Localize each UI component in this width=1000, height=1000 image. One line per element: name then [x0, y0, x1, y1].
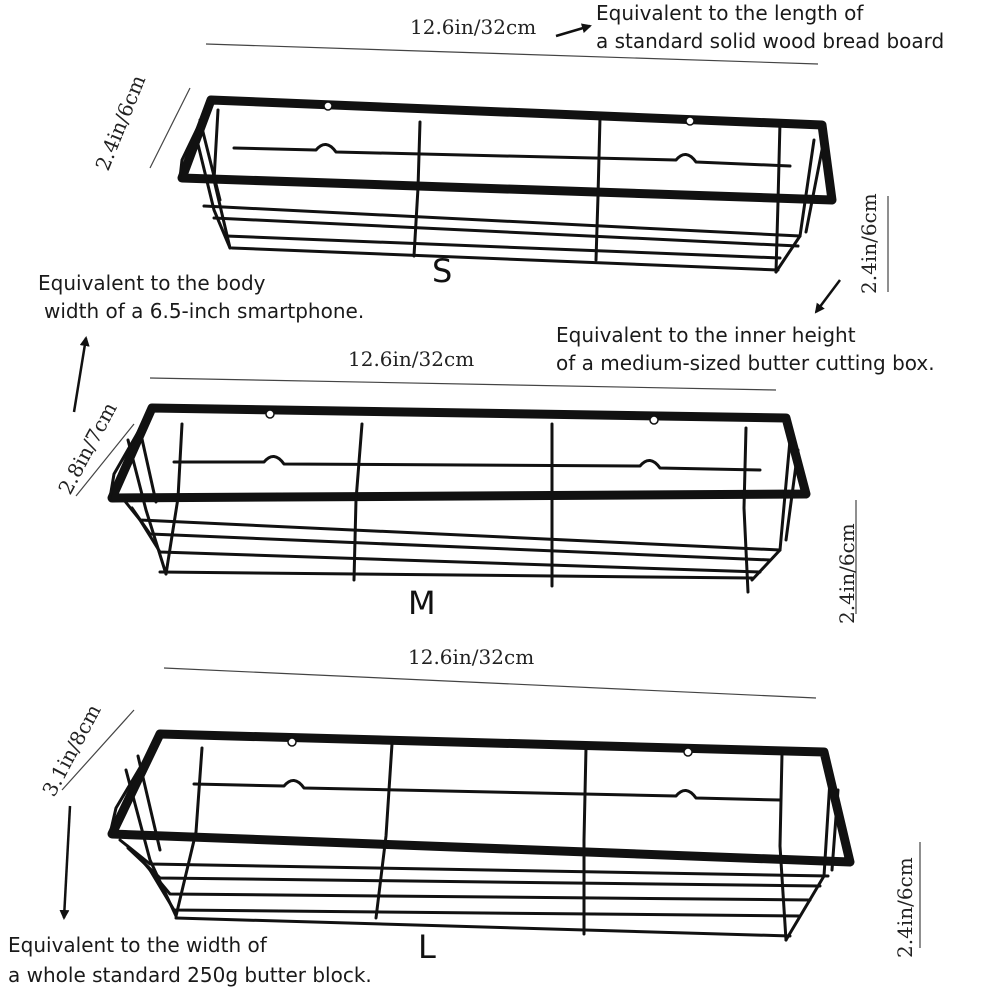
butter-block-note-line-2: a whole standard 250g butter block.: [8, 963, 372, 987]
size-label-l: L: [418, 928, 436, 966]
depth-dimension-line-s: [149, 87, 191, 169]
basket-m: 12.6in/32cm 2.8in/7cm 2.4in/6cm M: [53, 347, 859, 624]
length-dimension-line-l: [163, 667, 817, 699]
length-dimension-line-m: [149, 377, 777, 391]
width-phone-note-line-1: Equivalent to the body: [38, 271, 266, 295]
rim-band-l: [107, 729, 855, 867]
butter-block-note-arrow: [59, 805, 72, 920]
height-label-m: 2.4in/6cm: [835, 523, 859, 624]
length-note-line-1: Equivalent to the length of: [596, 1, 864, 25]
size-label-s: S: [432, 252, 452, 290]
inner-height-note: Equivalent to the inner height of a medi…: [556, 323, 935, 375]
size-label-m: M: [408, 584, 436, 622]
butter-block-note-line-1: Equivalent to the width of: [8, 933, 268, 957]
wire-basket-m-illustration: [107, 403, 811, 594]
length-label-m: 12.6in/32cm: [348, 347, 474, 371]
depth-label-s: 2.4in/6cm: [90, 71, 150, 173]
length-note-line-2: a standard solid wood bread board: [596, 29, 944, 53]
length-note-arrow: [555, 23, 592, 38]
inner-height-note-arrow: [814, 279, 841, 314]
length-label-l: 12.6in/32cm: [408, 645, 534, 669]
width-phone-note-line-2: width of a 6.5-inch smartphone.: [44, 299, 364, 323]
height-label-l: 2.4in/6cm: [893, 857, 917, 958]
depth-label-l: 3.1in/8cm: [37, 700, 105, 800]
rim-band-m: [107, 403, 811, 503]
wire-basket-s-illustration: [177, 95, 837, 274]
width-phone-note-arrow: [72, 336, 90, 413]
basket-l: 12.6in/32cm 3.1in/8cm 2.4in/6cm L: [37, 645, 921, 966]
inner-height-note-line-1: Equivalent to the inner height: [556, 323, 856, 347]
depth-dimension-line-m: [75, 423, 135, 497]
rim-band-s: [177, 95, 837, 205]
width-phone-note: Equivalent to the body width of a 6.5-in…: [38, 271, 364, 323]
length-label-s: 12.6in/32cm: [410, 15, 536, 39]
length-note: Equivalent to the length of a standard s…: [596, 1, 944, 53]
butter-block-note: Equivalent to the width of a whole stand…: [8, 933, 372, 987]
inner-height-note-line-2: of a medium-sized butter cutting box.: [556, 351, 935, 375]
wire-basket-l-illustration: [107, 729, 855, 942]
height-label-s: 2.4in/6cm: [857, 193, 881, 294]
basket-s: 12.6in/32cm 2.4in/6cm 2.4in/6cm S: [90, 15, 889, 294]
length-dimension-line-s: [205, 43, 819, 65]
depth-dimension-line-l: [61, 709, 135, 791]
